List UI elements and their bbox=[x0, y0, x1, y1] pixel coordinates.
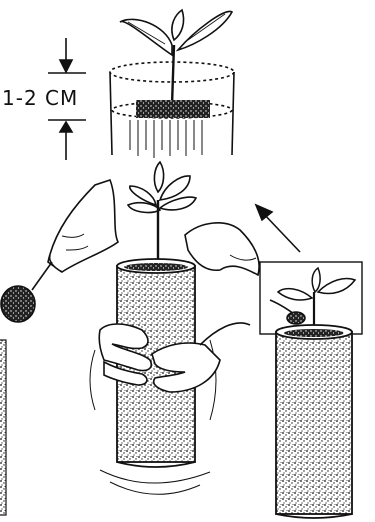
right-tube bbox=[276, 325, 352, 518]
top-seedling-icon bbox=[120, 10, 232, 105]
center-seedling-icon bbox=[128, 162, 196, 268]
spoon-hand-icon bbox=[48, 180, 118, 272]
measurement-label: 1-2 CM bbox=[2, 86, 87, 110]
left-partial-tube bbox=[0, 340, 6, 515]
arrow-icon bbox=[256, 205, 300, 252]
top-tube-group bbox=[48, 10, 234, 160]
right-seedling-icon bbox=[270, 268, 355, 330]
top-roots bbox=[130, 120, 202, 158]
center-tube-group bbox=[1, 162, 259, 494]
right-tube-group bbox=[256, 205, 362, 518]
placing-hand-icon bbox=[185, 223, 259, 275]
spoon-icon bbox=[1, 262, 52, 322]
